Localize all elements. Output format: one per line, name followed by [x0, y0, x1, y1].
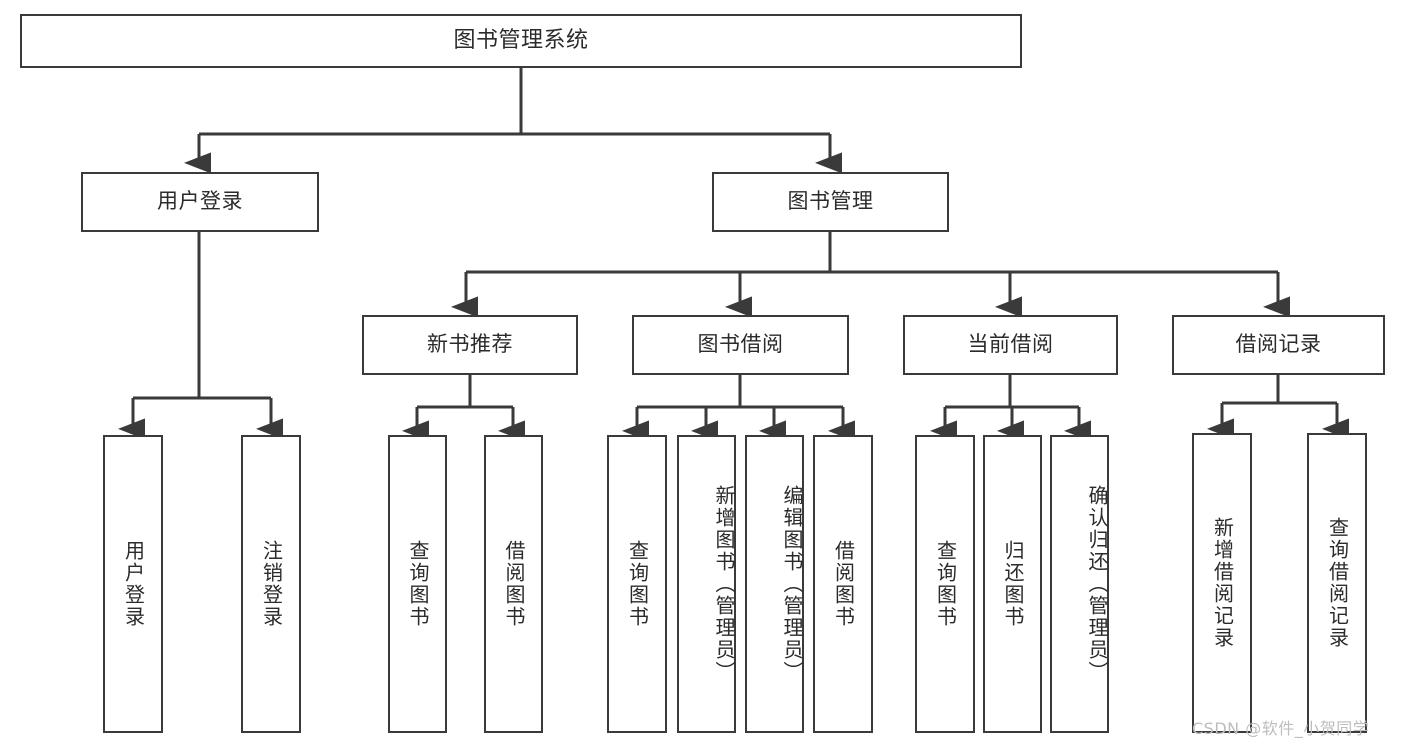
node-label: 图书管理系统	[453, 27, 589, 53]
node-current-borrow[interactable]: 当前借阅	[903, 315, 1118, 375]
node-label: 归还图书	[1001, 540, 1025, 628]
node-label: 借阅图书	[502, 540, 526, 628]
node-label: 图书管理	[787, 189, 874, 214]
leaf-borrow-add-book-admin[interactable]: 新增图书（管理员）	[677, 435, 736, 733]
node-label: 确认归还（管理员）	[1085, 485, 1109, 683]
node-label: 新书推荐	[427, 332, 513, 357]
node-label: 查询借阅记录	[1325, 517, 1350, 649]
node-label: 查询图书	[933, 540, 958, 628]
leaf-record-add-record[interactable]: 新增借阅记录	[1192, 433, 1252, 733]
node-label: 查询图书	[625, 540, 650, 628]
node-book-management[interactable]: 图书管理	[712, 172, 949, 232]
node-label: 注销登录	[259, 540, 284, 628]
node-label: 查询图书	[406, 540, 430, 628]
node-label: 新增图书（管理员）	[712, 485, 736, 683]
leaf-current-query-book[interactable]: 查询图书	[915, 435, 975, 733]
leaf-record-query-record[interactable]: 查询借阅记录	[1307, 433, 1367, 733]
leaf-current-return-book[interactable]: 归还图书	[983, 435, 1042, 733]
node-label: 新增借阅记录	[1210, 517, 1235, 649]
node-book-borrow[interactable]: 图书借阅	[632, 315, 849, 375]
leaf-borrow-borrow-book[interactable]: 借阅图书	[813, 435, 873, 733]
csdn-watermark: CSDN @软件_小贺同学	[1192, 719, 1370, 738]
node-label: 当前借阅	[967, 332, 1054, 357]
leaf-borrow-query-book[interactable]: 查询图书	[607, 435, 667, 733]
leaf-user-login-signout[interactable]: 注销登录	[241, 435, 301, 733]
leaf-recommend-query-book[interactable]: 查询图书	[388, 435, 447, 733]
node-user-login[interactable]: 用户登录	[81, 172, 319, 232]
leaf-borrow-edit-book-admin[interactable]: 编辑图书（管理员）	[745, 435, 804, 733]
node-new-book-recommend[interactable]: 新书推荐	[362, 315, 578, 375]
leaf-user-login-signin[interactable]: 用户登录	[103, 435, 163, 733]
node-root-system[interactable]: 图书管理系统	[20, 14, 1022, 68]
node-label: 用户登录	[121, 540, 146, 628]
node-label: 编辑图书（管理员）	[780, 485, 804, 683]
node-label: 图书借阅	[697, 332, 784, 357]
node-label: 借阅记录	[1235, 332, 1322, 357]
leaf-current-confirm-return-admin[interactable]: 确认归还（管理员）	[1050, 435, 1109, 733]
node-label: 借阅图书	[831, 540, 856, 628]
node-label: 用户登录	[157, 189, 243, 214]
node-borrow-record[interactable]: 借阅记录	[1172, 315, 1385, 375]
leaf-recommend-borrow-book[interactable]: 借阅图书	[484, 435, 543, 733]
